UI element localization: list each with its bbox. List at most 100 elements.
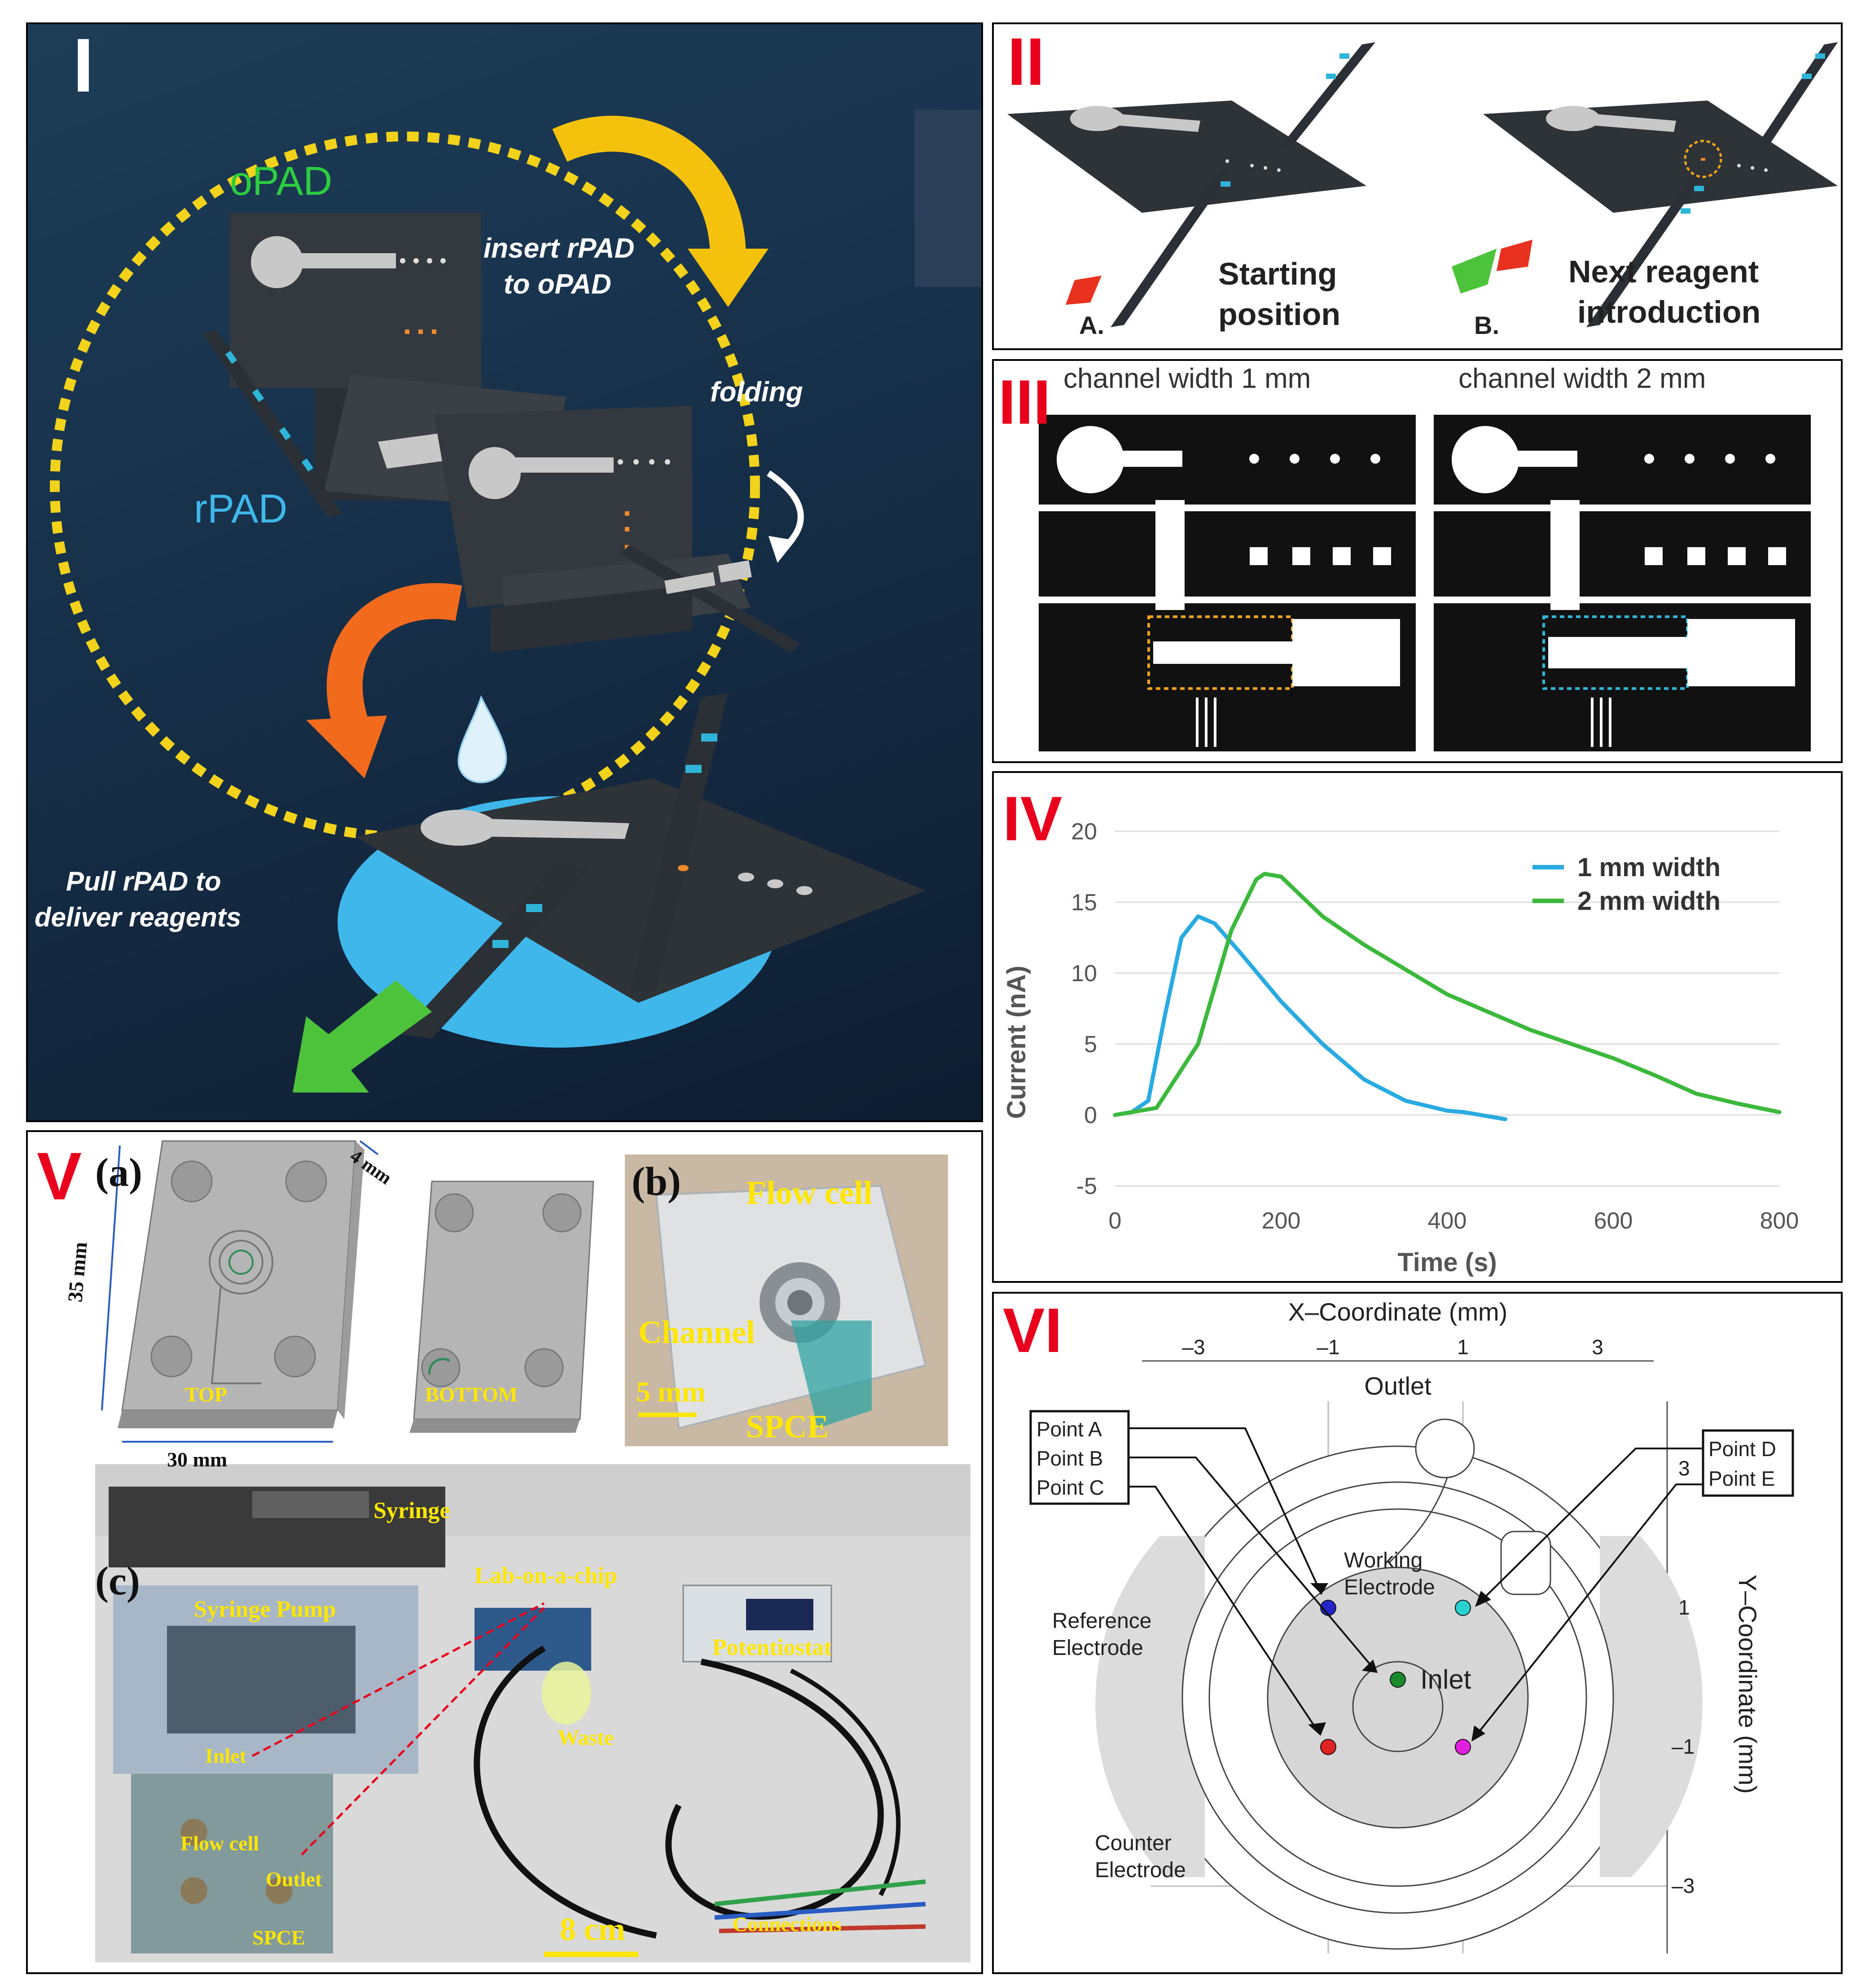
y-tick-label: -5 [1076, 1173, 1097, 1199]
panel-ii-illustration: II A. Starting position B. Next reagent … [1007, 24, 1838, 339]
panel-vi-illustration: VI X–Coordinate (mm) –3 –1 1 3 3 1 –1 –3… [1003, 1295, 1794, 1953]
spce-small-label: SPCE [252, 1926, 305, 1949]
y-tick-neg3: –3 [1672, 1874, 1695, 1897]
reference-electrode-2: Electrode [1052, 1636, 1143, 1660]
side-tab [914, 110, 981, 287]
y-tick-label: 15 [1071, 890, 1097, 916]
b-letter: B. [1474, 311, 1499, 339]
x-tick-1: 1 [1457, 1335, 1469, 1359]
panel-iii: III channel width 1 mm channel width 2 m… [992, 359, 1843, 763]
panel-vi: VI X–Coordinate (mm) –3 –1 1 3 3 1 –1 –3… [992, 1292, 1843, 1974]
legend-label: 1 mm width [1577, 853, 1721, 882]
potentiostat-label: Potentiostat [712, 1635, 832, 1660]
reference-electrode-1: Reference [1052, 1609, 1151, 1633]
inlet-text: Inlet [1420, 1664, 1471, 1694]
panel-i-label: I [73, 24, 94, 108]
dim-35mm: 35 mm [63, 1241, 91, 1303]
x-tick-label: 0 [1109, 1208, 1122, 1234]
legend-label: 2 mm width [1577, 886, 1721, 916]
panel-i-illustration: I oPAD insert rPAD to oPAD folding rPAD … [35, 24, 981, 1093]
x-axis-label: Time (s) [1397, 1248, 1497, 1277]
folding-text: folding [710, 377, 803, 408]
layout-1mm [1039, 415, 1416, 751]
reagent-drop-icon [457, 695, 507, 783]
pull-text-1: Pull rPAD to [66, 866, 221, 896]
y-axis-title: Y–Coordinate (mm) [1734, 1575, 1762, 1794]
points-de-box [1702, 1429, 1794, 1497]
y-tick-1: 1 [1678, 1596, 1690, 1619]
syringe-label: Syringe [373, 1498, 450, 1523]
electrode-chip [1095, 1418, 1703, 1950]
x-tick-label: 800 [1760, 1208, 1799, 1234]
x-tick-neg3: –3 [1182, 1335, 1205, 1359]
a-letter: A. [1079, 311, 1104, 339]
y-tick-label: 0 [1084, 1102, 1097, 1128]
y-tick-label: 5 [1084, 1031, 1097, 1058]
panel-iv-label: IV [1003, 783, 1062, 854]
dim-line-35mm [101, 1145, 121, 1411]
waste-label: Waste [558, 1726, 614, 1750]
panel-v-illustration: V (a) (b) (c) 4 mm 35 mm 30 mm TOP BOTTO… [37, 1138, 970, 1962]
device-a [1007, 42, 1375, 327]
b-caption-1: Next reagent [1568, 254, 1759, 289]
point-e-marker [1455, 1739, 1471, 1755]
scale-5mm-label: 5 mm [636, 1376, 706, 1408]
bottom-label: BOTTOM [425, 1383, 518, 1406]
pull-arrow-icon [293, 980, 432, 1093]
panel-ii: II A. Starting position B. Next reagent … [992, 22, 1843, 350]
counter-electrode-2: Electrode [1095, 1858, 1186, 1882]
y-tick-label: 20 [1071, 819, 1097, 845]
panel-iii-illustration: III channel width 1 mm channel width 2 m… [998, 363, 1811, 751]
insert-text-2: to oPAD [504, 269, 611, 300]
x-tick-neg1: –1 [1317, 1335, 1339, 1359]
panel-v-label: V [37, 1138, 82, 1214]
x-tick-label: 400 [1428, 1208, 1467, 1234]
rpad-label: rPAD [194, 487, 287, 531]
chart-legend: 1 mm width 2 mm width [1532, 853, 1721, 916]
yellow-arrow-head [688, 249, 768, 307]
panel-ii-label: II [1007, 24, 1045, 99]
y-axis-label: Current (nA) [1002, 965, 1031, 1119]
orange-arrow [326, 583, 462, 730]
inlet-label: Inlet [205, 1744, 247, 1767]
lab-setup-photo [95, 1464, 970, 1962]
right-title: channel width 2 mm [1458, 363, 1706, 394]
panel-iii-label: III [998, 367, 1051, 437]
spce-label: SPCE [746, 1409, 829, 1444]
syringe-pump-label: Syringe Pump [194, 1597, 336, 1622]
flow-cell-photo [625, 1154, 948, 1446]
chart-series [1113, 872, 1782, 1121]
leader-arrowheads [1308, 1583, 1491, 1742]
y-tick-label: 10 [1071, 961, 1097, 987]
sub-b-label: (b) [632, 1159, 681, 1204]
point-d-marker [1455, 1600, 1471, 1616]
lab-on-chip-label: Lab-on-a-chip [474, 1563, 617, 1589]
y-tick-neg1: –1 [1672, 1735, 1695, 1758]
folding-device [434, 406, 800, 653]
device-b [1452, 42, 1838, 327]
panel-v: V (a) (b) (c) 4 mm 35 mm 30 mm TOP BOTTO… [26, 1130, 983, 1974]
point-d-text: Point D [1708, 1437, 1776, 1461]
layout-2mm [1434, 415, 1811, 751]
final-device [356, 693, 926, 1039]
yellow-arrow [552, 115, 746, 258]
scale-8cm-label: 8 cm [560, 1911, 625, 1947]
left-title: channel width 1 mm [1063, 363, 1311, 394]
orange-arrow-head [306, 715, 387, 778]
a-caption-1: Starting [1218, 256, 1337, 291]
flow-cell-label: Flow cell [746, 1175, 873, 1211]
top-label: TOP [185, 1383, 227, 1406]
dotted-cycle-ring [50, 132, 760, 842]
leader-lines [1128, 1427, 1703, 1739]
dim-30mm: 30 mm [167, 1448, 227, 1471]
x-tick-3: 3 [1592, 1335, 1603, 1359]
chip-bottom-render [409, 1181, 594, 1433]
flow-cell-small-label: Flow cell [180, 1832, 259, 1855]
x-tick-label: 600 [1594, 1208, 1633, 1234]
opad-label: oPAD [230, 159, 332, 204]
panel-i: I oPAD insert rPAD to oPAD folding rPAD … [26, 22, 983, 1122]
y-tick-3: 3 [1678, 1457, 1690, 1480]
outlet-label: Outlet [266, 1868, 322, 1891]
x-tick-label: 200 [1262, 1208, 1301, 1234]
